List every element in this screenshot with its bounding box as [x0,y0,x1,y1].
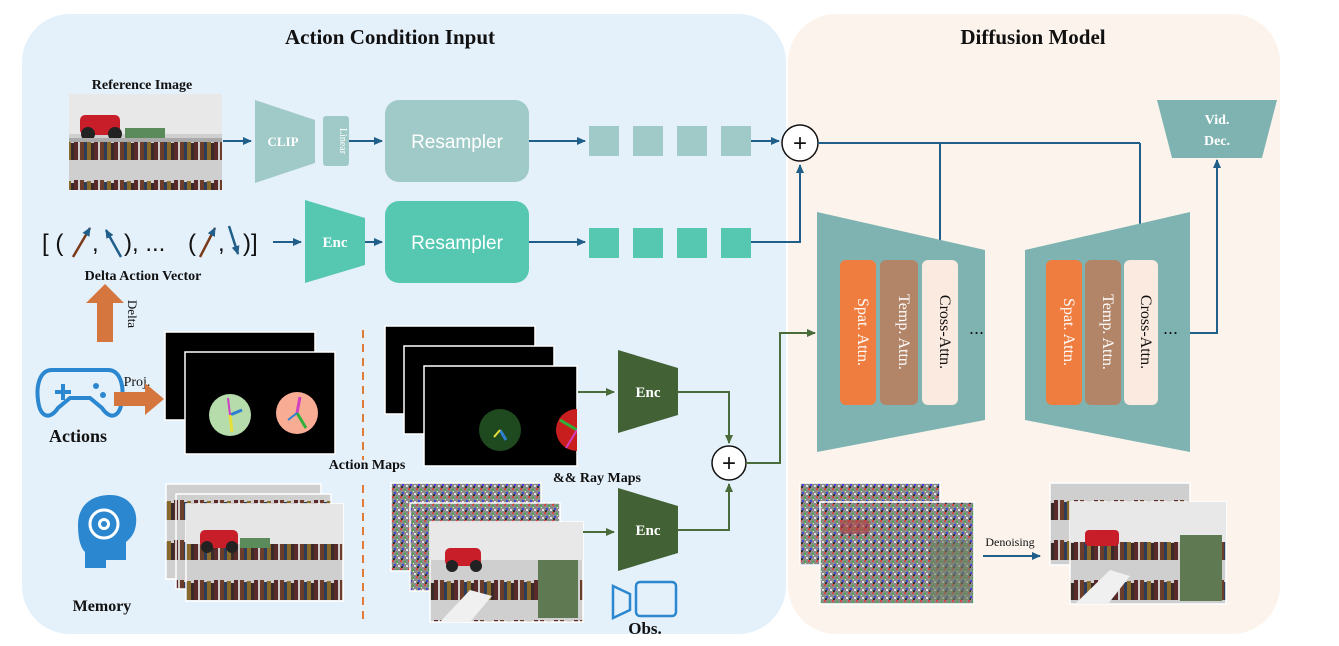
actions-label: Actions [49,426,107,446]
clip-label: CLIP [267,134,298,149]
blue-connectors [223,137,1221,334]
delta-arrow [86,284,124,342]
spatial-attention-right-label: Spat. Attn. [1060,298,1077,366]
green-connectors [578,329,816,536]
unet-left-ellipsis: ... [969,318,984,338]
left-panel-title: Action Condition Input [285,25,495,49]
vid-dec-label-line2: Dec. [1204,134,1230,149]
svg-text:), ...: ), ... [124,230,165,257]
delta-action-vector: [ ( , ), ... ( , )] [42,225,258,258]
linear-block [323,116,349,166]
temporal-attention-right [1085,260,1121,405]
denoising-label: Denoising [985,535,1034,549]
unet-right-ellipsis: ... [1163,318,1178,338]
proj-label: Proj. [124,375,151,390]
cross-attention-left-label: Cross-Attn. [936,295,953,369]
delta-label: Delta [125,300,140,328]
ray-maps-stack [390,482,584,623]
svg-text:+: + [793,130,807,157]
action-maps-stack-1 [164,331,336,455]
gamepad-icon [35,368,125,418]
cross-attention-left [922,260,958,405]
noisy-frames [799,482,975,605]
temporal-attention-left-label: Temp. Attn. [895,294,912,370]
vid-dec-block [1157,100,1277,158]
spatial-attention-left-label: Spat. Attn. [854,298,871,366]
enc-action-block [618,350,678,433]
spatial-attention-right [1046,260,1082,405]
enc-obs-block [618,488,678,571]
clip-block [255,100,315,183]
memory-label: Memory [73,598,132,615]
cross-attention-right-label: Cross-Attn. [1137,295,1154,369]
reference-image-label: Reference Image [92,78,192,93]
svg-text:(: ( [188,230,196,257]
svg-text:,: , [218,230,225,257]
linear-label: Linear [337,128,348,155]
cross-attention-right [1124,260,1158,405]
svg-text:,: , [92,230,99,257]
delta-action-vector-label: Delta Action Vector [85,269,202,284]
tokens-mid [589,228,751,258]
reference-image [69,94,222,190]
action-maps-label: Action Maps [329,458,406,473]
camera-icon [611,580,678,620]
enc-action-label: Enc [635,385,660,401]
svg-text:[ (: [ ( [42,230,63,257]
spatial-attention-left [840,260,876,405]
action-maps-stack-2 [384,325,599,467]
temporal-attention-right-label: Temp. Attn. [1099,294,1116,370]
resampler-top-label: Resampler [411,132,504,153]
memory-frames [165,483,344,602]
resampler-mid-label: Resampler [411,233,504,254]
enc-delta-block [305,200,365,283]
right-panel-title: Diffusion Model [960,25,1105,49]
svg-text:+: + [722,450,736,477]
enc-obs-label: Enc [635,523,660,539]
resampler-top [385,100,529,182]
svg-text:)]: )] [243,230,258,257]
memory-head-icon [78,495,137,568]
resampler-mid [385,201,529,283]
vid-dec-label-line1: Vid. [1205,113,1230,128]
enc-delta-label: Enc [322,235,347,251]
obs-label: Obs. [628,619,662,638]
temporal-attention-left [880,260,918,405]
clean-frames [1049,482,1227,605]
ray-maps-label: && Ray Maps [553,471,641,486]
tokens-top [589,126,751,156]
proj-arrow [114,383,164,415]
